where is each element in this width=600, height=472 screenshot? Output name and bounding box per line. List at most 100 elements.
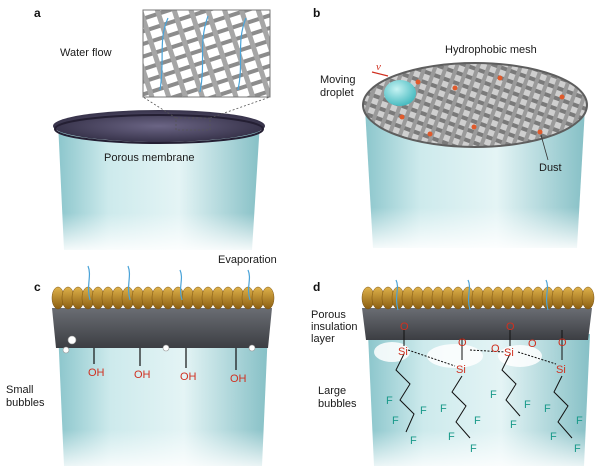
panel-d: O O O O O O Si Si Si Si F F F F F F F F … [360,279,595,472]
panel-d-oxygen-label: O [558,337,567,349]
water-flow-label: Water flow [60,47,112,59]
panel-d-evaporation-arrow [467,279,471,311]
panel-c-oh-label: OH [230,373,247,385]
panel-a-zoom-box [175,117,211,131]
panel-d-bond [407,349,456,367]
panel-c-caps [51,286,275,310]
panel-c-evaporation-arrow [87,265,91,301]
panel-d-fluorine-label: F [440,403,447,415]
panel-a-flow-line [159,17,169,91]
panel-b-dust-pointer [540,134,549,161]
panel-d-fluorine-label: F [392,415,399,427]
panel-a-membrane [53,110,265,142]
panel-c-water-fade [50,330,275,472]
small-bubbles-label-line2: bubbles [6,397,45,409]
panel-d-si-label: Si [504,347,514,359]
moving-droplet-label-line1: Moving [320,74,356,86]
panel-b-velocity-label: v [376,61,381,73]
panel-d-evaporation-arrow [395,279,399,311]
panel-a-zoom-line-right [209,96,271,119]
panel-d-fluorine-label: F [544,403,551,415]
dust-label: Dust [539,162,562,174]
panel-c-oh-label: OH [88,367,105,379]
panel-a-zoom-line-left [142,96,177,119]
panel-d-oxygen-label: O [506,321,515,333]
panel-d-fluorine-label: F [386,395,393,407]
panel-b-dust-particle [497,75,503,81]
panel-d-porous-layer [362,308,592,340]
panel-d-fluoro-chain [553,375,573,439]
panel-c-letter: c [34,280,41,294]
panel-d-oxygen-label: O [458,337,467,349]
panel-b-dust-particle [399,114,405,120]
panel-d-oxygen-label: O [528,338,537,350]
porous-insulation-label-line2: insulation [311,321,358,333]
porous-insulation-label-line3: layer [311,333,335,345]
panel-d-fluorine-label: F [474,415,481,427]
hydrophobic-mesh-label: Hydrophobic mesh [445,44,537,56]
panel-d-fluoro-chain [451,375,471,439]
panel-c-bubble [62,346,70,354]
panel-d-fluorine-label: F [490,389,497,401]
panel-d-fluorine-label: F [550,431,557,443]
cap-particle [261,286,275,310]
panel-d-caps [361,286,595,310]
panel-b-velocity-arrow [371,71,389,77]
panel-d-fluoro-chain [501,353,521,417]
panel-b-letter: b [313,6,321,20]
porous-membrane-label: Porous membrane [104,152,195,164]
panel-a-membrane-edge [54,114,264,144]
panel-c-oh-label: OH [134,369,151,381]
panel-d-si-label: Si [398,346,408,358]
panel-c-evaporation-arrow [179,269,183,301]
panel-d-fluorine-label: F [574,443,581,455]
panel-a-flow-line [237,17,247,91]
panel-d-fluoro-chain [395,353,415,433]
panel-b-dust-particle [415,79,421,85]
moving-droplet-label-line2: droplet [320,87,354,99]
panel-a-inset-mesh [142,9,271,98]
panel-b [360,62,590,250]
panel-b-dust-particle [471,124,477,130]
porous-insulation-label-line1: Porous [311,309,346,321]
panel-d-large-bubble [427,344,483,368]
panel-c-bubble [162,344,170,352]
panel-d-fluorine-label: F [448,431,455,443]
small-bubbles-label-line1: Small [6,384,34,396]
panel-b-dust-particle [452,85,458,91]
panel-d-fluorine-label: F [524,399,531,411]
large-bubbles-label-line1: Large [318,385,347,397]
panel-a [50,9,271,252]
panel-d-letter: d [313,280,321,294]
evaporation-label: Evaporation [218,254,277,266]
panel-d-oxygen-label: O [400,321,409,333]
panel-b-dust-particle [537,129,543,135]
panel-d-fluorine-label: F [410,435,417,447]
panel-c-bubble [248,344,256,352]
panel-c: OH OH OH OH [50,265,275,472]
panel-c-oh-label: OH [180,371,197,383]
panel-d-large-bubble [498,345,542,367]
panel-d-si-label: Si [456,364,466,376]
panel-b-dust-particle [559,94,565,100]
panel-d-oxygen-label: O [491,343,500,355]
cap-particle [581,286,595,310]
panel-d-si-label: Si [556,364,566,376]
panel-c-evaporation-arrow [247,269,251,301]
panel-c-bubble [67,335,77,345]
panel-d-fluorine-label: F [576,415,583,427]
panel-d-bond [517,351,557,365]
panel-d-fluorine-label: F [470,443,477,455]
panel-d-bond [469,349,506,353]
large-bubbles-label-line2: bubbles [318,398,357,410]
panel-d-large-bubble [374,342,410,362]
panel-b-droplet [384,80,416,106]
panel-a-flow-line [199,15,209,93]
panel-c-porous-layer [52,308,272,348]
panel-d-evaporation-arrow [545,279,549,311]
panel-a-letter: a [34,6,41,20]
panel-d-fluorine-label: F [510,419,517,431]
panel-c-evaporation-arrow [127,265,131,301]
panel-b-dust-particle [427,131,433,137]
